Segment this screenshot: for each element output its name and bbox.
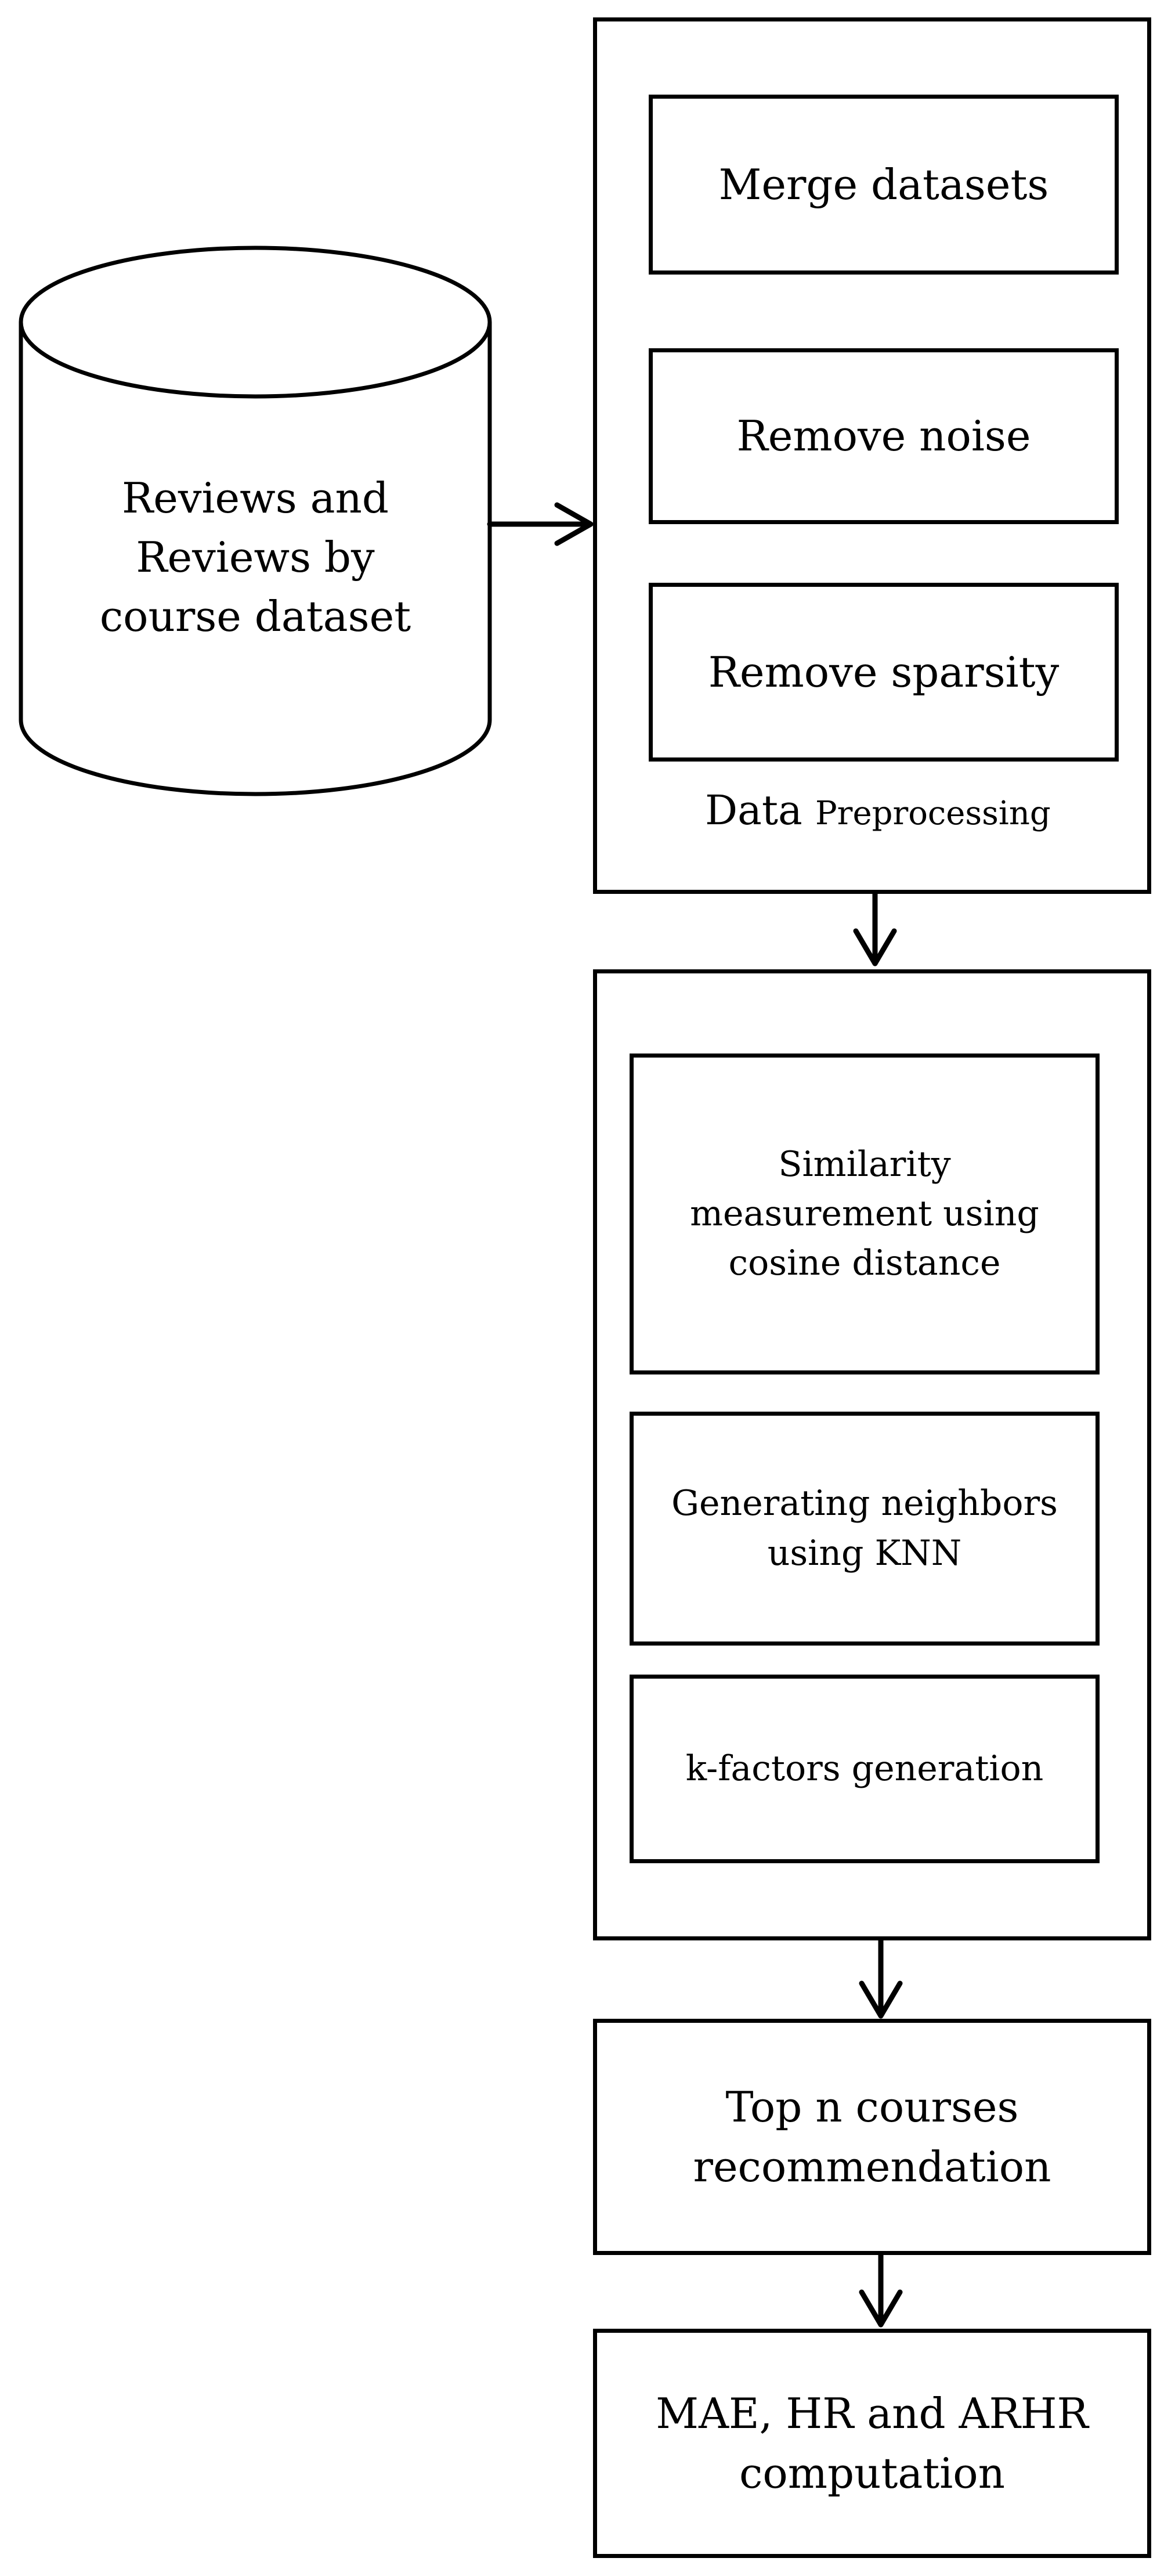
preprocessing-title-main: Data xyxy=(705,786,802,834)
arrow-recommendation-to-evaluation xyxy=(859,2252,903,2328)
step-k-factors-generation: k-factors generation xyxy=(630,1675,1100,1863)
dataset-cylinder-shape xyxy=(19,246,492,796)
preprocessing-title: Data Preprocessing xyxy=(705,786,1051,834)
step-remove-noise: Remove noise xyxy=(649,348,1119,524)
step-merge-datasets-label: Merge datasets xyxy=(718,160,1049,209)
recommendation-box: Top n courses recommendation xyxy=(593,2019,1151,2255)
step-merge-datasets: Merge datasets xyxy=(649,95,1119,275)
step-remove-sparsity-label: Remove sparsity xyxy=(708,647,1060,697)
recommendation-label: Top n courses recommendation xyxy=(693,2083,1051,2191)
arrow-preprocessing-to-modeling xyxy=(853,891,897,966)
step-generating-neighbors: Generating neighbors using KNN xyxy=(630,1412,1100,1646)
step-remove-sparsity: Remove sparsity xyxy=(649,583,1119,762)
evaluation-box: MAE, HR and ARHR computation xyxy=(593,2329,1151,2558)
evaluation-label: MAE, HR and ARHR computation xyxy=(656,2389,1089,2498)
step-generating-neighbors-label: Generating neighbors using KNN xyxy=(671,1483,1058,1574)
step-similarity-measurement-label: Similarity measurement using cosine dist… xyxy=(690,1143,1039,1284)
dataset-label: Reviews and Reviews by course dataset xyxy=(99,473,411,641)
step-k-factors-generation-label: k-factors generation xyxy=(685,1748,1044,1789)
arrow-modeling-to-recommendation xyxy=(859,1938,903,2019)
step-remove-noise-label: Remove noise xyxy=(736,412,1031,461)
step-similarity-measurement: Similarity measurement using cosine dist… xyxy=(630,1054,1100,1374)
preprocessing-title-sub: Preprocessing xyxy=(815,795,1051,832)
arrow-dataset-to-preprocessing xyxy=(487,502,594,546)
